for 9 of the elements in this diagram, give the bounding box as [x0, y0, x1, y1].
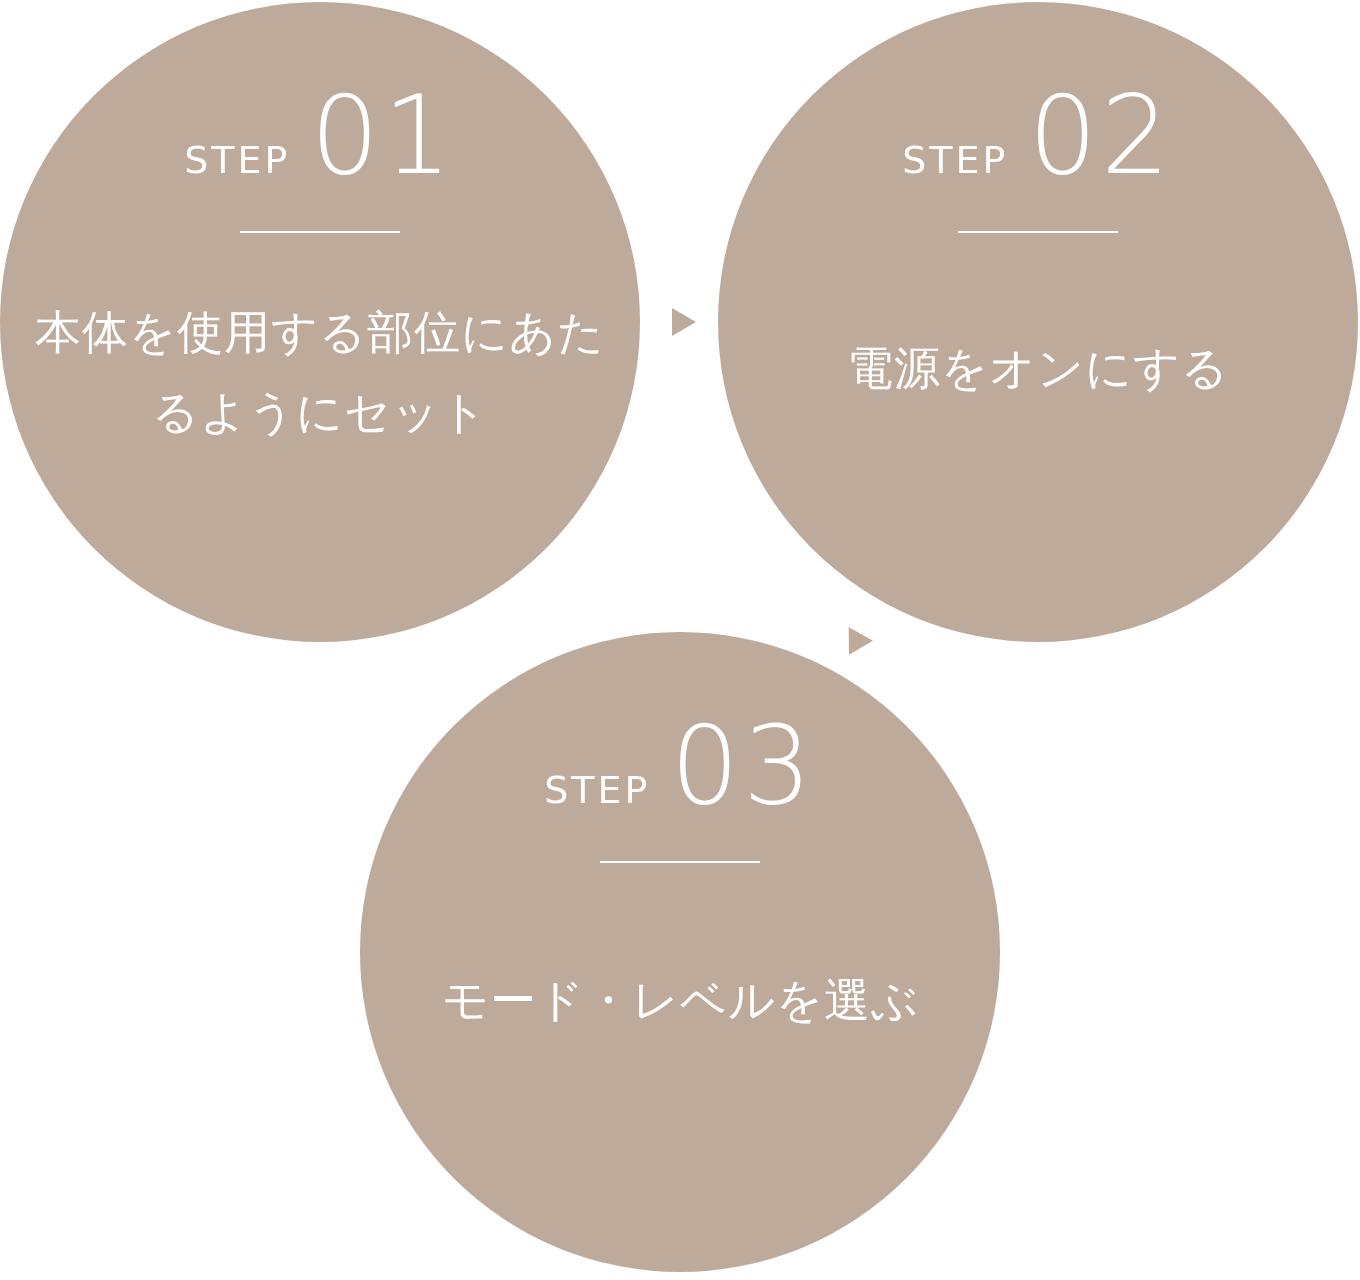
step-description: 本体を使用する部位にあたるようにセット [34, 304, 606, 441]
step-label: STEP [902, 138, 1009, 182]
step-description: 電源をオンにする [846, 340, 1230, 397]
step-number: 01 [310, 73, 456, 198]
step-label: STEP [544, 768, 651, 812]
step-description: モード・レベルを選ぶ [440, 972, 920, 1029]
step-number: 02 [1028, 73, 1174, 198]
step-label: STEP [184, 138, 291, 182]
step-number: 03 [670, 703, 816, 828]
